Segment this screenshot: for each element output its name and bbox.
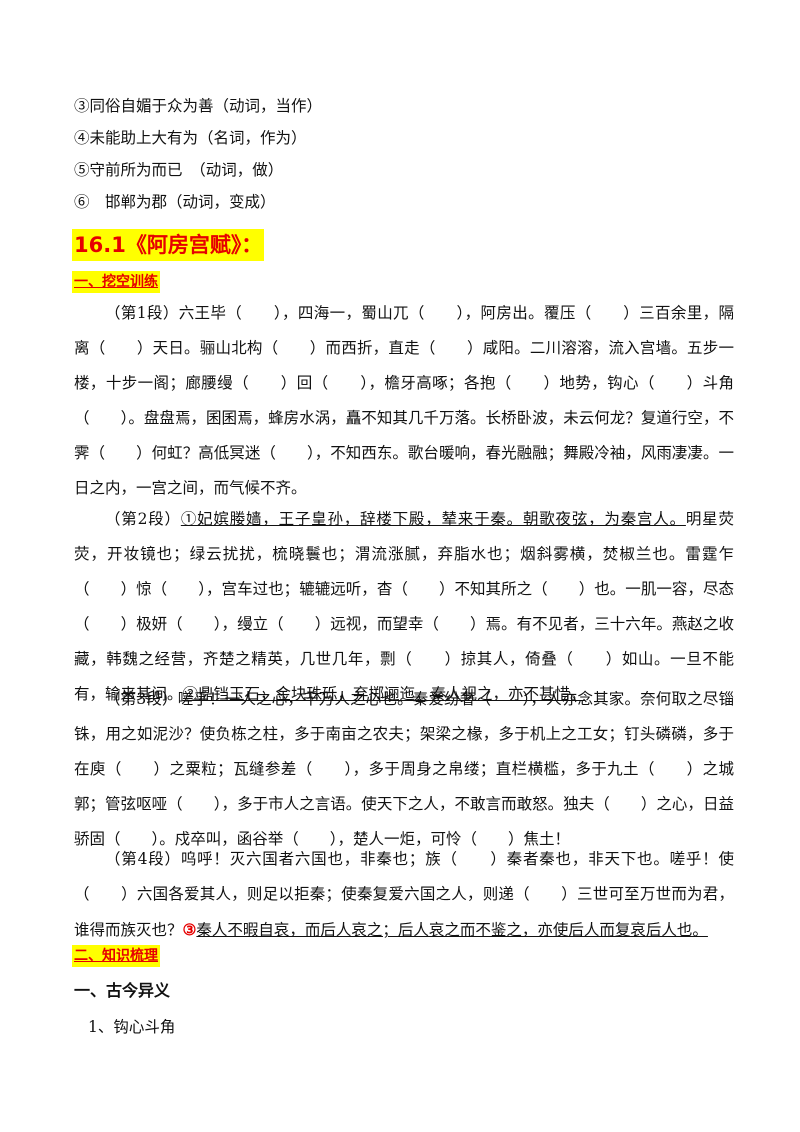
paragraph-2-label: （第2段）: [105, 510, 181, 528]
section-heading-fill-blank: 一、挖空训练: [72, 271, 160, 293]
paragraph-2: （第2段）①妃嫔媵嫱，王子皇孙，辞楼下殿，辇来于秦。朝歌夜弦，为秦宫人。明星荧荧…: [74, 502, 734, 712]
section-heading-knowledge-text: 二、知识梳理: [74, 948, 158, 964]
paragraph-4-underlined: 秦人不暇自哀，而后人哀之；后人哀之而不鉴之，亦使后人而复哀后人也。: [196, 921, 708, 939]
paragraph-4-marker: ③: [182, 920, 197, 939]
lesson-title: 16.1《阿房宫赋》：: [72, 229, 265, 261]
paragraph-2-body: 明星荧荧，开妆镜也；绿云扰扰，梳晓鬟也；渭流涨腻，弃脂水也；烟斜雾横，焚椒兰也。…: [74, 510, 734, 703]
paragraph-4-body: （第4段）呜呼！灭六国者六国也，非秦也；族（ ）秦者秦也，非天下也。嗟乎！使（ …: [74, 850, 734, 939]
note-line-3: ③同俗自媚于众为善（动词，当作）: [74, 97, 323, 115]
note-line-5: ⑤守前所为而已 （动词，做）: [74, 161, 284, 179]
subheading-ancient-modern-meaning: 一、古今异义: [74, 981, 171, 1000]
paragraph-3: （第3段）嗟乎！一人之心，千万人之心也。秦爱纷奢（ ），人亦念其家。奈何取之尽锱…: [74, 690, 734, 848]
paragraph-4: （第4段）呜呼！灭六国者六国也，非秦也；族（ ）秦者秦也，非天下也。嗟乎！使（ …: [74, 842, 734, 948]
note-line-6: ⑥ 邯郸为郡（动词，变成）: [74, 193, 276, 211]
note-line-4: ④未能助上大有为（名词，作为）: [74, 129, 307, 147]
paragraph-2-underlined-2: ②鼎铛玉石，金块珠砾，弃掷逦迤，秦人视之，亦不甚惜。: [182, 685, 586, 703]
section-heading-text: 一、挖空训练: [74, 274, 158, 290]
paragraph-1: （第1段）六王毕（ ），四海一，蜀山兀（ ），阿房出。覆压（ ）三百余里，隔离（…: [74, 304, 734, 497]
section-heading-knowledge: 二、知识梳理: [72, 945, 160, 967]
list-item-1: 1、钩心斗角: [88, 1018, 176, 1036]
paragraph-2-underlined-1: ①妃嫔媵嫱，王子皇孙，辞楼下殿，辇来于秦。朝歌夜弦，为秦宫人。: [180, 510, 686, 528]
